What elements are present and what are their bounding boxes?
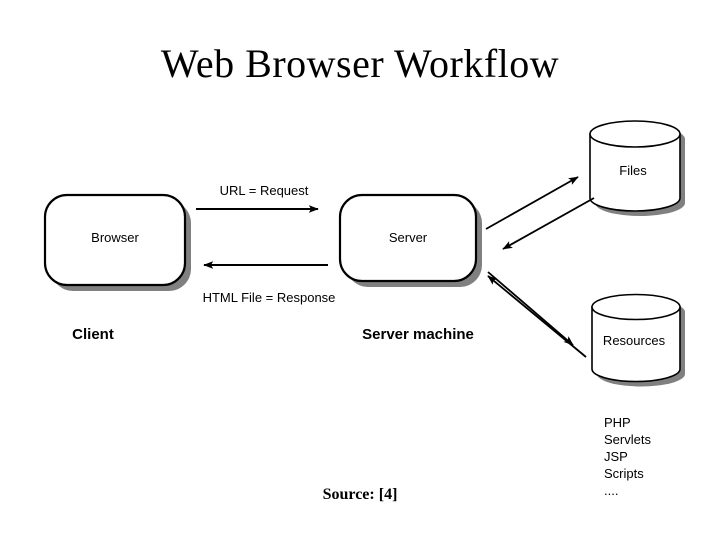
request-edge-label: URL = Request: [219, 183, 309, 198]
browser-node[interactable]: [43, 193, 187, 287]
server-node[interactable]: [338, 193, 478, 283]
tech-list-item: Servlets: [604, 432, 651, 447]
source-note: Source: [4]: [322, 486, 398, 503]
server-to-files-arrow: [485, 176, 579, 230]
tech-list-item: PHP: [604, 415, 631, 430]
tech-list: PHP Servlets JSP Scripts ....: [604, 414, 651, 499]
tech-list-item: ....: [604, 483, 619, 498]
server-machine-zone-label: Server machine: [362, 326, 474, 343]
files-node[interactable]: [589, 120, 681, 212]
files-node-label: Files: [619, 163, 647, 178]
client-zone-label: Client: [72, 326, 114, 343]
resources-node[interactable]: [591, 293, 681, 383]
server-node-label: Server: [388, 230, 428, 245]
server-to-resources-arrow: [487, 271, 574, 346]
page-title: Web Browser Workflow: [160, 41, 560, 86]
resources-node-label: Resources: [602, 333, 666, 348]
response-edge-label: HTML File = Response: [202, 290, 336, 305]
resources-to-server-arrow: [487, 275, 587, 358]
files-to-server-arrow: [502, 197, 595, 250]
browser-node-label: Browser: [91, 230, 139, 245]
tech-list-item: Scripts: [604, 466, 644, 481]
tech-list-item: JSP: [604, 449, 628, 464]
